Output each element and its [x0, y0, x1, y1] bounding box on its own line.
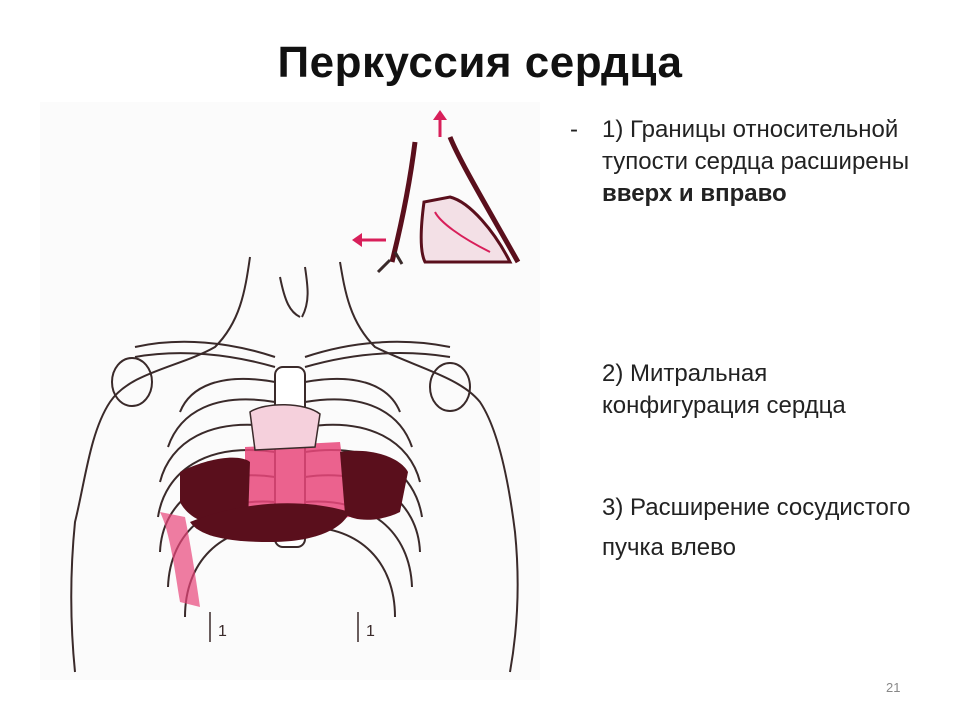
midclavicular-lines	[209, 612, 359, 642]
bullet-1: - 1) Границы относительной тупости сердц…	[570, 114, 930, 210]
line-label-right: 1	[366, 623, 375, 640]
line-label-left: 1	[218, 623, 227, 640]
bullet-2: 2) Митральная конфигурация сердца	[602, 360, 846, 419]
bullet-1-text: 1) Границы относительной тупости сердца …	[602, 114, 930, 210]
heart-dullness-area	[160, 404, 408, 607]
bullet-3: 3) Расширение сосудистого пучка влево	[602, 494, 911, 561]
torso-outline	[70, 256, 519, 673]
heart-contour-inset	[352, 110, 521, 274]
clavicles	[134, 340, 451, 368]
bullet-list: - 1) Границы относительной тупости сердц…	[570, 114, 930, 561]
bullet-1-normal: 1) Границы относительной тупости сердца …	[602, 116, 910, 175]
shoulder-joints	[111, 357, 471, 412]
slide-number: 21	[886, 680, 901, 695]
slide-title: Перкуссия сердца	[277, 38, 683, 87]
bullet-dash: -	[570, 116, 578, 143]
bullet-1-bold: вверх и вправо	[602, 180, 787, 207]
chest-percussion-illustration: 1 1	[40, 102, 540, 680]
